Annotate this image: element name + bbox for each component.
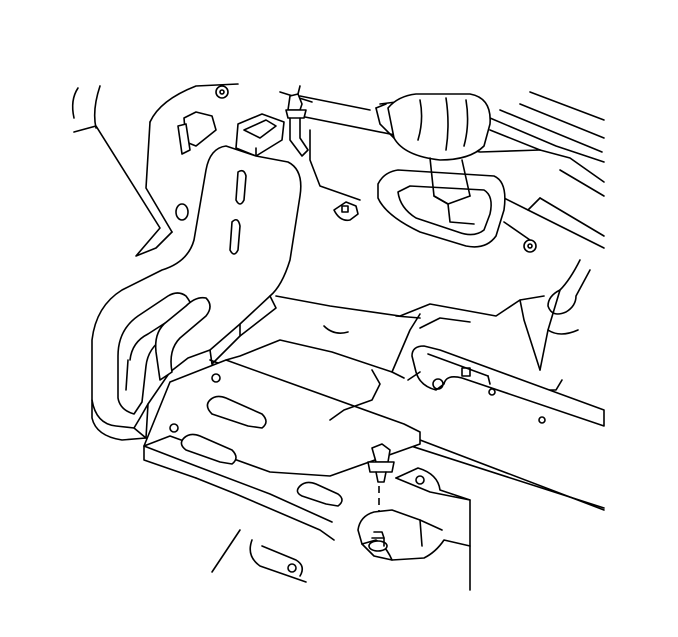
floor-pan: [209, 91, 605, 591]
push-pin-retainer-top: [279, 85, 313, 157]
push-pin-retainer-lower: [367, 443, 395, 530]
seat-rail: [143, 345, 605, 541]
lower-bolt: [368, 531, 388, 552]
shifter-boot: [375, 93, 537, 253]
floor-console-bracket: [91, 111, 302, 441]
lower-mount-bracket: [357, 467, 471, 561]
carpet-panel: [71, 83, 239, 257]
floor-screw-boss: [333, 201, 359, 222]
floor-center-panel: [225, 313, 471, 421]
